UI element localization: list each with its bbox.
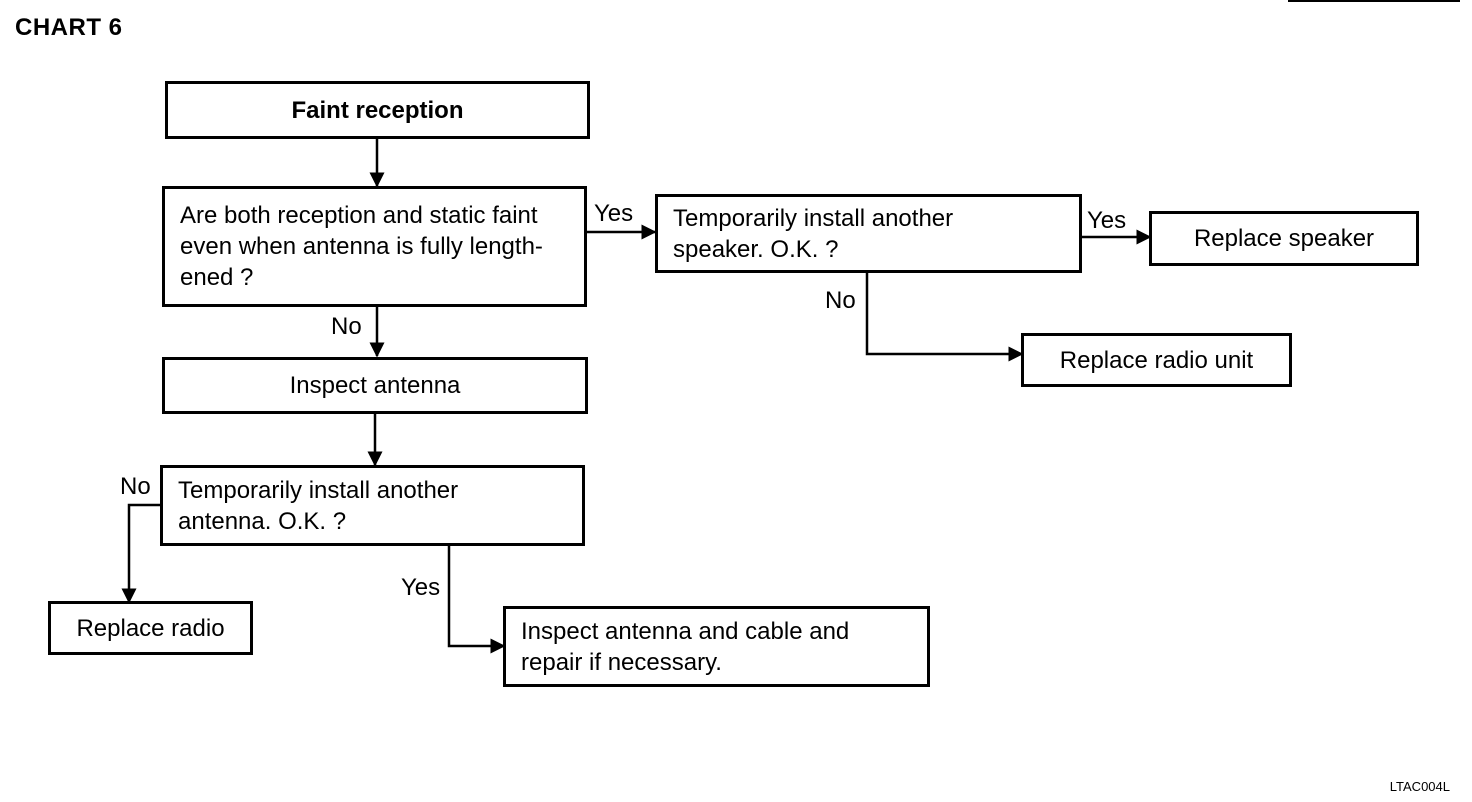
edge-label-no: No (331, 313, 362, 340)
connector-no-to-replace-radio (121, 503, 161, 604)
top-rule (1288, 0, 1460, 2)
decision-box-antenna-test: Temporarily install another antenna. O.K… (160, 465, 585, 546)
edge-label-yes: Yes (401, 574, 441, 601)
decision-box-speaker-test-label: Temporarily install another speaker. O.K… (673, 204, 954, 263)
action-box-replace-radio-label: Replace radio (76, 614, 225, 642)
edge-label-yes: Yes (1087, 207, 1127, 234)
edge-label-no: No (825, 287, 856, 314)
decision-box-both-faint: Are both reception and static faint even… (162, 186, 587, 307)
action-box-replace-speaker: Replace speaker (1149, 211, 1419, 266)
decision-box-antenna-test-label: Temporarily install another antenna. O.K… (178, 476, 459, 535)
connector-no-to-replace-radio-unit (865, 272, 1024, 362)
action-box-inspect-antenna-label: Inspect antenna (289, 372, 461, 399)
action-box-inspect-cable-label: Inspect antenna and cable and repair if … (521, 617, 850, 676)
edge-label-no: No (120, 473, 151, 500)
start-box-label: Faint reception (291, 96, 464, 124)
decision-box-both-faint-label: Are both reception and static faint even… (180, 202, 543, 291)
decision-box-speaker-test: Temporarily install another speaker. O.K… (655, 194, 1082, 273)
action-box-replace-speaker-label: Replace speaker (1193, 225, 1375, 252)
figure-code: LTAC004L (1389, 779, 1450, 794)
action-box-inspect-cable: Inspect antenna and cable and repair if … (503, 606, 930, 687)
action-box-replace-radio-unit-label: Replace radio unit (1059, 346, 1254, 374)
connector-yes-to-inspect-cable (447, 546, 506, 654)
action-box-replace-radio: Replace radio (48, 601, 253, 655)
edge-label-yes: Yes (594, 200, 634, 227)
chart-title: CHART 6 (15, 14, 123, 41)
action-box-replace-radio-unit: Replace radio unit (1021, 333, 1292, 387)
action-box-inspect-antenna: Inspect antenna (162, 357, 588, 414)
start-box-faint-reception: Faint reception (165, 81, 590, 139)
